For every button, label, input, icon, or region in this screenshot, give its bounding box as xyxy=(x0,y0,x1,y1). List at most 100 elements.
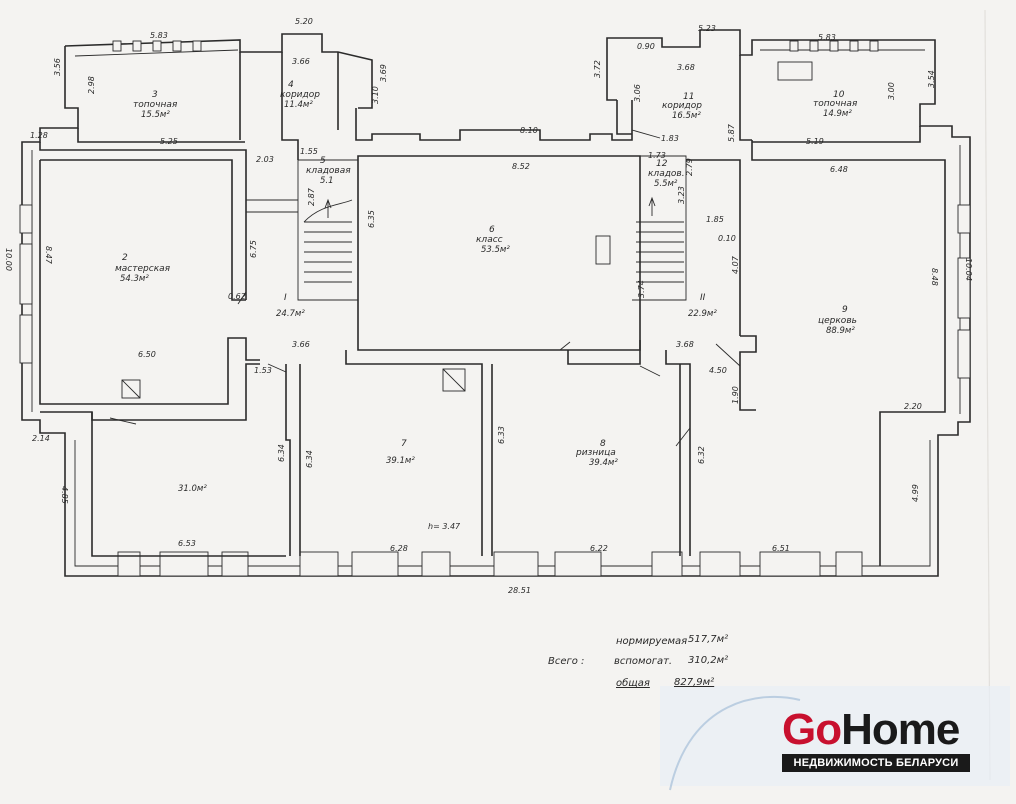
dim-label: 8.10 xyxy=(520,126,538,135)
dim-label: 0.10 xyxy=(718,234,736,243)
ceiling-height-label: h= 3.47 xyxy=(428,522,461,531)
room-area-6: 53.5м² xyxy=(481,245,510,255)
dim-label: 4.07 xyxy=(731,255,740,274)
room-number-9: 9 xyxy=(842,305,848,315)
room-area-4: 11.4м² xyxy=(284,100,313,110)
dim-label: 5.83 xyxy=(150,31,168,40)
room-number-I: I xyxy=(284,293,287,303)
room-area-II: 22.9м² xyxy=(688,309,717,319)
logo-home: Home xyxy=(841,705,960,754)
dim-label: 6.53 xyxy=(178,539,196,548)
dim-label: 1.83 xyxy=(661,134,679,143)
logo-go: Go xyxy=(782,705,842,754)
room-area-7: 39.1м² xyxy=(386,456,415,466)
dim-label: 2.87 xyxy=(307,187,316,206)
room-number-7: 7 xyxy=(401,439,407,449)
total-area-value: 827,9м² xyxy=(674,677,715,688)
dim-label: 10.00 xyxy=(4,248,13,271)
dim-label: 6.32 xyxy=(697,446,706,464)
room-number-12: 12 xyxy=(656,159,668,169)
room-area-unnumbered: 31.0м² xyxy=(178,484,207,494)
dim-label: 6.33 xyxy=(497,426,506,444)
dim-label: 5.20 xyxy=(295,17,313,26)
dim-label: 10.04 xyxy=(964,258,973,281)
dim-label: 3.69 xyxy=(379,64,388,82)
room-name-3: топочная xyxy=(133,100,178,110)
dimension-labels: 5.20 5.23 5.83 5.83 0.90 3.66 3.68 3.56 … xyxy=(4,17,973,595)
room-name-4: коридор xyxy=(280,90,320,100)
dim-label: 6.28 xyxy=(390,544,408,553)
dim-label: 3.23 xyxy=(677,186,686,204)
dim-label: 4.99 xyxy=(911,484,920,502)
dim-label: 6.75 xyxy=(249,240,258,258)
room-number-2: 2 xyxy=(122,253,128,263)
room-number-8: 8 xyxy=(600,439,606,449)
dim-label: 6.50 xyxy=(138,350,156,359)
dim-label: 4.85 xyxy=(60,486,69,504)
dim-label: 2.20 xyxy=(904,402,922,411)
room-area-10: 14.9м² xyxy=(823,109,852,119)
normalized-area-value: 517,7м² xyxy=(688,634,729,645)
room-area-9: 88.9м² xyxy=(826,326,855,336)
dim-label: 6.48 xyxy=(830,165,848,174)
normalized-area-label: нормируемая xyxy=(616,636,688,647)
room-number-10: 10 xyxy=(833,90,845,100)
auxiliary-area-value: 310,2м² xyxy=(688,655,729,666)
dim-label: 3.74 xyxy=(637,280,646,298)
room-name-8: ризница xyxy=(575,448,616,458)
dim-label: 6.34 xyxy=(305,450,314,468)
dim-label: 5.23 xyxy=(698,24,716,33)
logo-wordmark: GoHome xyxy=(782,706,972,754)
dim-label: 4.50 xyxy=(709,366,727,375)
summary-label: Всего : xyxy=(548,656,585,667)
dim-label: 1.53 xyxy=(254,366,272,375)
room-name-6: класс xyxy=(476,235,503,245)
room-number-11: 11 xyxy=(683,92,694,102)
room-name-2: мастерская xyxy=(115,264,171,274)
dim-label: 2.14 xyxy=(32,434,50,443)
room-name-5: кладовая xyxy=(306,166,351,176)
dim-label: 1.73 xyxy=(648,151,666,160)
room-name-11: коридор xyxy=(662,101,702,111)
dim-label: 8.52 xyxy=(512,162,530,171)
room-name-9: церковь xyxy=(818,316,857,326)
room-area-3: 15.5м² xyxy=(141,110,170,120)
dim-label: 5.25 xyxy=(160,137,178,146)
dim-label: 3.00 xyxy=(887,82,896,100)
dim-label: 1.90 xyxy=(731,386,740,404)
interior-walls xyxy=(39,52,946,566)
dim-label: 3.56 xyxy=(53,58,62,76)
room-area-I: 24.7м² xyxy=(276,309,305,319)
room-labels: 3 топочная 15.5м² 4 коридор 11.4м² 5 кла… xyxy=(115,80,858,494)
dim-label: 0.62 xyxy=(228,292,246,301)
dim-label: 2.98 xyxy=(87,76,96,94)
dim-label: 6.51 xyxy=(772,544,790,553)
dim-label: 8.48 xyxy=(930,268,939,286)
gohome-logo: GoHome НЕДВИЖИМОСТЬ БЕЛАРУСИ xyxy=(782,706,972,774)
room-area-2: 54.3м² xyxy=(120,274,149,284)
dim-label: 1.55 xyxy=(300,147,318,156)
dim-label: 0.90 xyxy=(637,42,655,51)
room-name-12: кладов. xyxy=(648,169,685,179)
dim-label: 3.68 xyxy=(676,340,694,349)
dim-label: 6.22 xyxy=(590,544,608,553)
room-name-10: топочная xyxy=(813,99,858,109)
outer-walls xyxy=(19,29,971,577)
dim-label: 1.28 xyxy=(30,131,48,140)
room-area-11: 16.5м² xyxy=(672,111,701,121)
total-area-label: общая xyxy=(616,678,650,689)
dim-label: 1.85 xyxy=(706,215,724,224)
dim-label: 6.34 xyxy=(277,444,286,462)
dim-label: 3.66 xyxy=(292,340,310,349)
dim-label: 8.47 xyxy=(44,246,53,265)
dim-label: 3.06 xyxy=(633,84,642,102)
room-area-8: 39.4м² xyxy=(589,458,618,468)
room-number-5: 5 xyxy=(320,156,326,166)
dim-label: 3.54 xyxy=(927,70,936,88)
dim-label: 6.35 xyxy=(367,210,376,228)
room-area-12: 5.5м² xyxy=(654,179,678,189)
dim-label: 28.51 xyxy=(508,586,531,595)
dim-label: 5.19 xyxy=(806,137,824,146)
